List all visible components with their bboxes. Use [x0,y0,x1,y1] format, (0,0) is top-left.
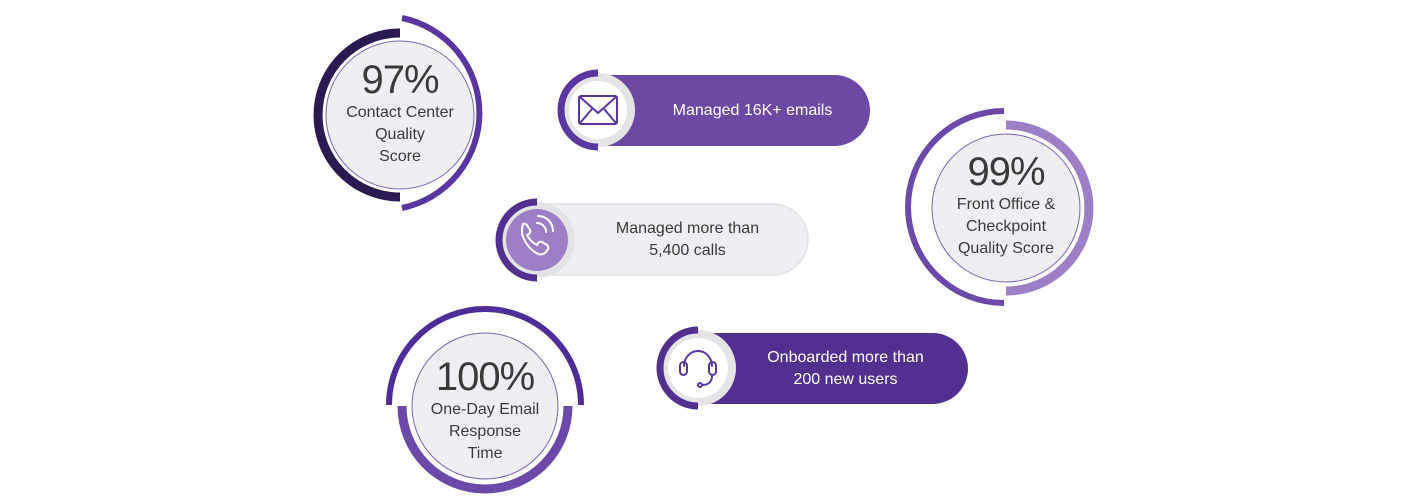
pill-emails-text: Managed 16K+ emails [640,100,865,122]
arc-top-purple [386,306,584,406]
arc-right-purple [401,15,483,211]
arc-left-dark [313,28,401,202]
stat-value: 99% [967,150,1045,194]
pill-text-line: Managed more than [615,220,760,237]
pill-text-line: Onboarded more than [767,349,924,366]
pill-text-line: Managed 16K+ emails [672,102,833,119]
stat-front-office: 99% Front Office & Checkpoint Quality Sc… [932,150,1080,260]
stat-label-line: Quality Score [957,240,1055,257]
stat-email-response: 100% One-Day Email Response Time [411,355,559,465]
inner-circle [325,40,475,190]
phone-icon [520,215,554,256]
arc-bottom-purple [397,405,573,494]
stat-contact-center: 97% Contact Center Quality Score [326,58,474,168]
stat-value: 97% [361,58,439,102]
pill-users [656,326,968,410]
envelope-icon [578,95,618,125]
stat-circle-front-office [905,108,1094,306]
stat-label-line: Front Office & [956,196,1056,213]
stat-label-line: Score [379,148,421,165]
stat-label-line: Time [467,445,503,462]
pill-text-line: 5,400 calls [649,242,726,259]
stat-label-line: Contact Center [346,104,454,121]
arc-left-purple [905,108,1005,306]
stat-circle-email-response [386,306,584,494]
pill-text-line: 200 new users [793,371,898,388]
stat-label-line: Response [448,423,522,440]
stat-label-line: Checkpoint [965,218,1047,235]
pill-emails [557,69,870,151]
arc-right-light [1005,120,1094,296]
stat-value: 100% [435,355,535,399]
pill-users-text: Onboarded more than 200 new users [733,347,958,391]
headset-icon [679,350,717,388]
stat-circle-contact-center [313,15,483,211]
inner-circle [411,332,559,480]
pill-calls-text: Managed more than 5,400 calls [575,218,800,262]
stat-label-line: One-Day Email [430,401,540,418]
stat-label-line: Quality [375,126,425,143]
inner-circle [931,133,1081,283]
pill-calls [495,198,809,282]
